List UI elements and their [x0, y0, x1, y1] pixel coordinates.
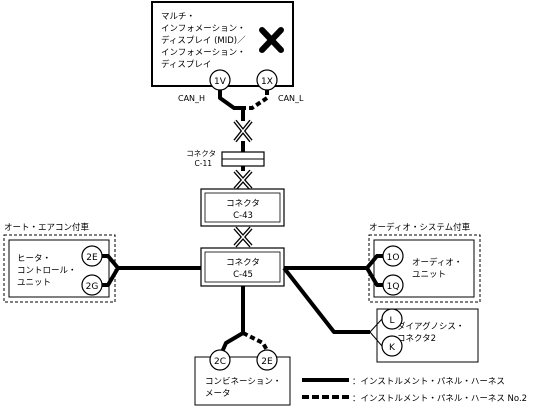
wire-diagnosis-pin-b: [369, 331, 383, 347]
mid-pin-can-h-label: 1V: [214, 77, 227, 87]
meter-label-line-2: メータ: [205, 389, 231, 399]
wire-heater-a: [102, 254, 201, 270]
meter-pin-a-label: 2C: [214, 357, 226, 367]
connector-c43-code: C-43: [233, 211, 253, 221]
diagnosis-label-line-1: ダイアグノシス・: [397, 321, 464, 332]
wire-meter-a: [220, 331, 245, 353]
wire-can-h-mid: [218, 90, 245, 116]
mid-pin-can-h: 1V: [209, 69, 231, 91]
audio-pin-b-label: 1Q: [387, 282, 400, 292]
diagnosis-pin-b: K: [381, 335, 403, 357]
connector-c11-code: C-11: [195, 159, 213, 168]
heater-pin-b: 2G: [81, 274, 103, 296]
wire-diagnosis-pin-a: [369, 318, 383, 333]
audio-pin-a-label: 1O: [387, 253, 400, 263]
x-mark-icon: [259, 27, 284, 53]
mid-label-line-2: インフォメーション・: [161, 24, 246, 34]
connector-c45: コネクタ C-45: [200, 247, 285, 287]
can-l-label: CAN_L: [278, 94, 304, 103]
heater-label-line-3: ユニット: [17, 278, 51, 288]
heater-group-label: オート・エアコン付車: [4, 222, 90, 233]
mid-label-line-3: ディスプレイ (MID)／: [161, 35, 246, 46]
wire-heater-b: [102, 266, 120, 287]
legend: ：インストルメント・パネル・ハーネス ：インストルメント・パネル・ハーネス No…: [302, 377, 527, 404]
meter-pin-a: 2C: [209, 349, 231, 371]
audio-pin-a: 1O: [382, 245, 404, 267]
diagnosis-pin-a: L: [381, 308, 403, 330]
meter-pin-b: 2E: [256, 349, 278, 371]
audio-label-line-2: ユニット: [412, 270, 446, 280]
heater-pin-a: 2E: [81, 245, 103, 267]
heater-group: オート・エアコン付車 ヒータ・ コントロール・ ユニット 2E 2G: [3, 222, 116, 303]
wire-diagnosis: [282, 266, 370, 334]
audio-pin-b: 1Q: [382, 274, 404, 296]
mid-unit: マルチ・ インフォメーション・ ディスプレイ (MID)／ インフォメーション・…: [151, 1, 294, 91]
mid-pin-can-l: 1X: [256, 69, 278, 91]
meter-label-line-1: コンビネーション・: [205, 377, 281, 387]
connector-c43: コネクタ C-43: [200, 188, 285, 227]
mid-pin-can-l-label: 1X: [261, 77, 273, 87]
diagnosis-pin-b-label: K: [389, 343, 396, 353]
connector-c11: コネクタ C-11: [186, 149, 265, 168]
twisted-pair-2: [233, 169, 253, 191]
heater-pin-b-label: 2G: [86, 282, 99, 292]
meter-pin-b-label: 2E: [261, 357, 273, 367]
meter-unit: コンビネーション・ メータ 2C 2E: [194, 349, 291, 406]
mid-label-line-1: マルチ・: [161, 12, 195, 22]
wire-audio-b: [365, 266, 383, 287]
connector-c45-code: C-45: [233, 270, 253, 280]
twisted-pair-1: [233, 119, 253, 143]
heater-label-line-1: ヒータ・: [17, 254, 51, 264]
diagnosis-label-line-2: コネクタ2: [397, 334, 436, 344]
legend-solid-label: ：インストルメント・パネル・ハーネス: [352, 377, 505, 387]
connector-c43-label: コネクタ: [226, 199, 260, 209]
mid-label-line-5: ディスプレイ: [161, 59, 211, 70]
heater-label-line-2: コントロール・: [17, 266, 77, 276]
audio-label-line-1: オーディオ・: [412, 257, 462, 268]
diagnosis-pin-a-label: L: [389, 316, 394, 326]
can-h-label: CAN_H: [178, 94, 205, 103]
wire-can-l-mid: [243, 90, 269, 110]
twisted-pair-3: [233, 226, 253, 248]
mid-label-line-4: インフォメーション・: [161, 48, 246, 58]
wire-audio-a: [284, 254, 383, 270]
heater-pin-a-label: 2E: [86, 253, 98, 263]
diagnosis-connector: ダイアグノシス・ コネクタ2 L K: [376, 308, 479, 363]
connector-c11-label: コネクタ: [186, 149, 216, 158]
legend-dashed-label: ：インストルメント・パネル・ハーネス No.2: [352, 394, 527, 404]
connector-c45-label: コネクタ: [226, 258, 260, 268]
audio-group: オーディオ・システム付車 オーディオ・ ユニット 1O 1Q: [368, 222, 481, 303]
wire-meter-b: [242, 331, 270, 353]
audio-group-label: オーディオ・システム付車: [369, 222, 471, 233]
